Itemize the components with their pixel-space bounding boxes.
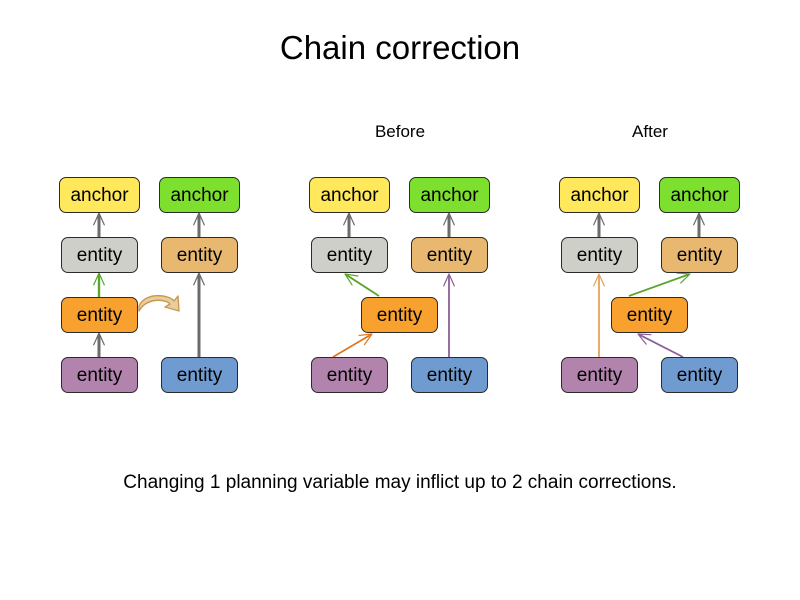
node-entity-b-e6[interactable]: entity (411, 357, 488, 393)
edge-purple-to-grey (593, 273, 605, 357)
node-label: anchor (170, 184, 229, 206)
node-entity-i-e1[interactable]: entity (61, 237, 138, 273)
edge-purple-to-orange (332, 333, 373, 358)
node-entity-b-e1[interactable]: entity (311, 237, 388, 273)
node-entity-b-e3[interactable]: entity (361, 297, 438, 333)
panel-label-after: After (632, 122, 668, 141)
page-title: Chain correction (279, 29, 521, 66)
node-entity-i-e5[interactable]: entity (61, 357, 138, 393)
edge-orange-to-tan (628, 272, 691, 297)
node-label: entity (576, 364, 623, 386)
move-arrow (138, 294, 180, 312)
node-entity-f-e6[interactable]: entity (661, 357, 738, 393)
node-anchor-i-a1[interactable]: anchor (59, 177, 140, 213)
node-label: entity (426, 244, 473, 266)
node-label: entity (676, 364, 723, 386)
caption-text: Changing 1 planning variable may inflict… (123, 472, 677, 493)
node-label: entity (426, 364, 473, 386)
node-anchor-b-a1[interactable]: anchor (309, 177, 390, 213)
edge-orange-to-grey (93, 272, 105, 297)
edge-entity-to-anchor-right (443, 212, 455, 237)
edge-blue-to-tan (443, 273, 455, 357)
node-entity-i-e6[interactable]: entity (161, 357, 238, 393)
edge-entity-to-anchor-right (693, 212, 705, 237)
node-entity-f-e1[interactable]: entity (561, 237, 638, 273)
node-label: entity (76, 304, 123, 326)
node-entity-b-e2[interactable]: entity (411, 237, 488, 273)
node-label: entity (176, 244, 223, 266)
node-label: entity (326, 244, 373, 266)
panel-label-before: Before (374, 122, 426, 141)
edge-entity-to-anchor-left (593, 212, 605, 237)
node-label: anchor (70, 184, 129, 206)
edge-entity-to-anchor-left (93, 212, 105, 237)
node-entity-b-e5[interactable]: entity (311, 357, 388, 393)
node-label: anchor (420, 184, 479, 206)
node-label: entity (376, 304, 423, 326)
node-label: anchor (570, 184, 629, 206)
node-entity-f-e2[interactable]: entity (661, 237, 738, 273)
edge-entity-to-anchor-right (193, 212, 205, 237)
node-label: entity (626, 304, 673, 326)
node-anchor-b-a2[interactable]: anchor (409, 177, 490, 213)
node-anchor-f-a2[interactable]: anchor (659, 177, 740, 213)
node-entity-i-e3[interactable]: entity (61, 297, 138, 333)
edge-entity-to-anchor-left (343, 212, 355, 237)
node-label: entity (76, 364, 123, 386)
node-entity-f-e3[interactable]: entity (611, 297, 688, 333)
node-entity-i-e2[interactable]: entity (161, 237, 238, 273)
node-label: entity (576, 244, 623, 266)
node-label: anchor (670, 184, 729, 206)
node-label: entity (176, 364, 223, 386)
node-entity-f-e5[interactable]: entity (561, 357, 638, 393)
node-label: anchor (320, 184, 379, 206)
edge-purple-to-orange (93, 332, 105, 357)
edge-orange-to-grey (344, 273, 380, 297)
node-anchor-f-a1[interactable]: anchor (559, 177, 640, 213)
edge-blue-to-tan (193, 272, 205, 357)
node-label: entity (326, 364, 373, 386)
node-label: entity (676, 244, 723, 266)
node-label: entity (76, 244, 123, 266)
edge-blue-to-orange (637, 333, 684, 358)
node-anchor-i-a2[interactable]: anchor (159, 177, 240, 213)
